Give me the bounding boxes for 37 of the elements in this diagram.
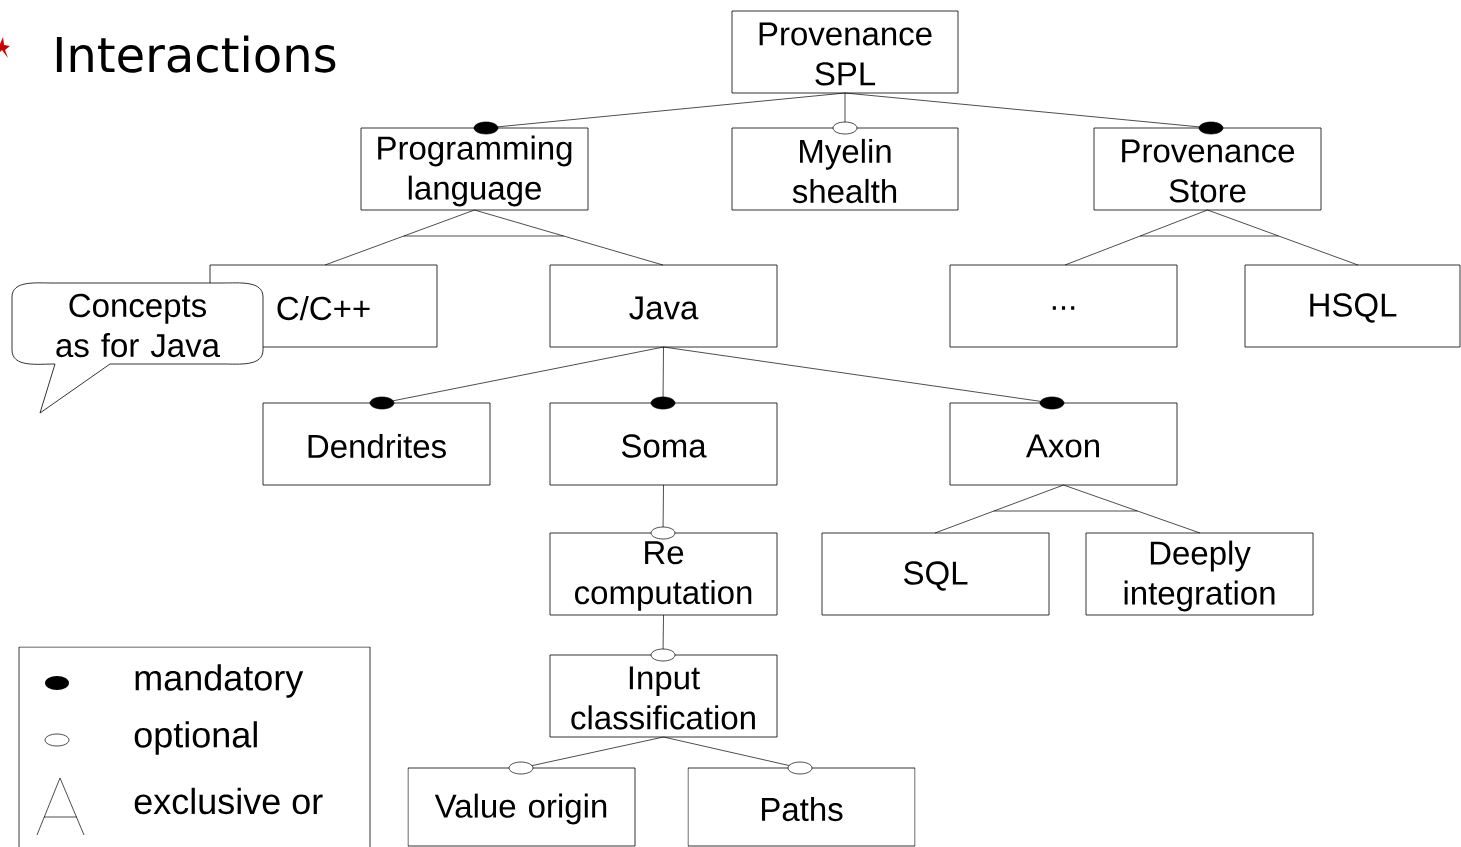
connector [473, 92, 846, 135]
feature-box: SQL [821, 532, 1050, 616]
speech-bubble: Concepts as for Java [11, 282, 264, 414]
feature-box: Input classification [549, 654, 778, 738]
legend-label: optional [134, 721, 257, 755]
legend-label: mandatory [135, 664, 304, 698]
connector [474, 209, 664, 266]
legend-label: exclusive or [134, 787, 323, 815]
connector [508, 736, 664, 775]
connector [1063, 484, 1201, 534]
feature-box: Provenance Store [1093, 127, 1322, 211]
connector [1064, 209, 1208, 266]
slide-title: Interactions [56, 35, 336, 73]
feature-box: Axon [949, 402, 1178, 486]
connector [832, 92, 858, 135]
feature-box: Value origin [407, 767, 636, 847]
connector [650, 614, 676, 662]
feature-box: HSQL [1244, 264, 1461, 348]
connector [369, 346, 664, 410]
feature-box: ... [949, 264, 1178, 348]
connector [844, 92, 1224, 135]
feature-box: Myelin shealth [731, 127, 959, 211]
feature-box: Java [549, 264, 778, 348]
connector [663, 736, 813, 775]
connector [663, 346, 1065, 410]
connector [1207, 209, 1359, 266]
feature-box: Deeply integration [1085, 532, 1314, 616]
connector [934, 484, 1064, 534]
feature-box: Paths [687, 767, 916, 847]
feature-box: Dendrites [262, 402, 491, 486]
feature-box: Soma [549, 402, 778, 486]
connector [650, 346, 676, 410]
connector [324, 209, 475, 266]
feature-box: Programming language [360, 127, 589, 211]
feature-box: Provenance SPL [731, 10, 959, 94]
connector [650, 484, 676, 540]
feature-box: Re computation [549, 532, 778, 616]
